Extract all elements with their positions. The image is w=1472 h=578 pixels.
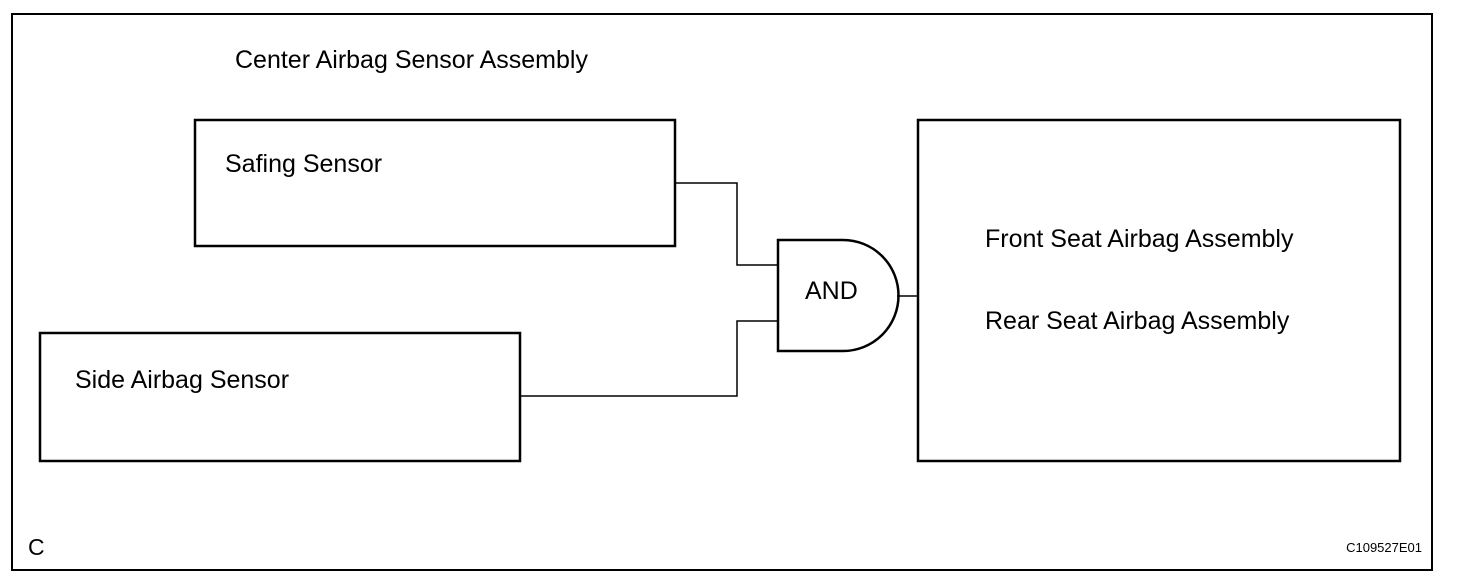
- safing-sensor-box: [193, 118, 677, 248]
- safing-to-and-wire: [675, 182, 778, 266]
- and-gate-symbol: [776, 238, 900, 353]
- and-gate-label: AND: [805, 277, 858, 305]
- side-airbag-sensor-label: Side Airbag Sensor: [75, 366, 289, 394]
- figure-code: C109527E01: [1346, 540, 1422, 555]
- diagram-frame: [11, 13, 1433, 571]
- group-title: Center Airbag Sensor Assembly: [235, 46, 588, 74]
- front-seat-airbag-label: Front Seat Airbag Assembly: [985, 225, 1294, 253]
- corner-label: C: [28, 534, 45, 560]
- safing-sensor-label: Safing Sensor: [225, 150, 382, 178]
- side-airbag-sensor-box: [38, 331, 522, 463]
- rear-seat-airbag-label: Rear Seat Airbag Assembly: [985, 307, 1290, 335]
- side-to-and-wire: [520, 320, 778, 397]
- airbag-assembly-box: [916, 118, 1402, 463]
